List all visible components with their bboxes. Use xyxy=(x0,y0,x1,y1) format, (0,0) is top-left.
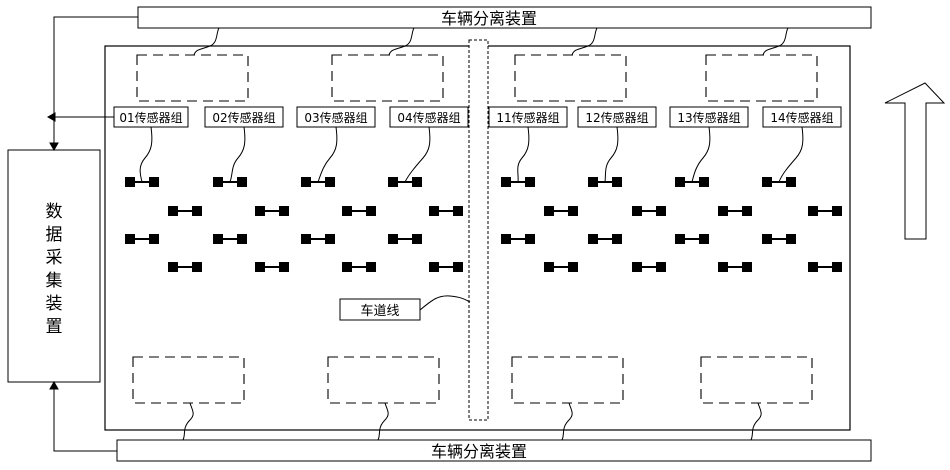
lane-line xyxy=(469,40,488,420)
lane-label: 车道线 xyxy=(360,303,399,319)
sensor-group-01: 01传感器组 xyxy=(114,107,188,127)
daq-char: 集 xyxy=(46,271,63,291)
daq-char: 装 xyxy=(46,294,63,314)
top-separation-device-label: 车辆分离装置 xyxy=(441,9,537,28)
sensor-group-11: 11传感器组 xyxy=(489,107,567,127)
sensor-group-02: 02传感器组 xyxy=(205,107,283,127)
sensor-group-12: 12传感器组 xyxy=(578,107,656,127)
sensor-group-04: 04传感器组 xyxy=(390,107,468,127)
sensor-group-14: 14传感器组 xyxy=(763,107,841,127)
sensor-group-label: 11传感器组 xyxy=(496,110,559,125)
sensor-group-label: 13传感器组 xyxy=(677,110,740,125)
daq-char: 采 xyxy=(46,248,63,268)
sensor-group-label: 03传感器组 xyxy=(304,110,367,125)
sensor-group-13: 13传感器组 xyxy=(670,107,748,127)
bottom-separation-device-label: 车辆分离装置 xyxy=(431,442,527,461)
sensor-group-label: 14传感器组 xyxy=(770,110,833,125)
sensor-group-03: 03传感器组 xyxy=(297,107,375,127)
daq-char: 数 xyxy=(46,202,63,222)
daq-char: 据 xyxy=(46,225,63,245)
sensor-group-label: 02传感器组 xyxy=(212,110,275,125)
sensor-group-label: 01传感器组 xyxy=(119,110,182,125)
sensor-group-label: 12传感器组 xyxy=(585,110,648,125)
sensor-group-label: 04传感器组 xyxy=(397,110,460,125)
daq-char: 置 xyxy=(46,317,63,337)
direction-up-arrow xyxy=(885,83,944,239)
